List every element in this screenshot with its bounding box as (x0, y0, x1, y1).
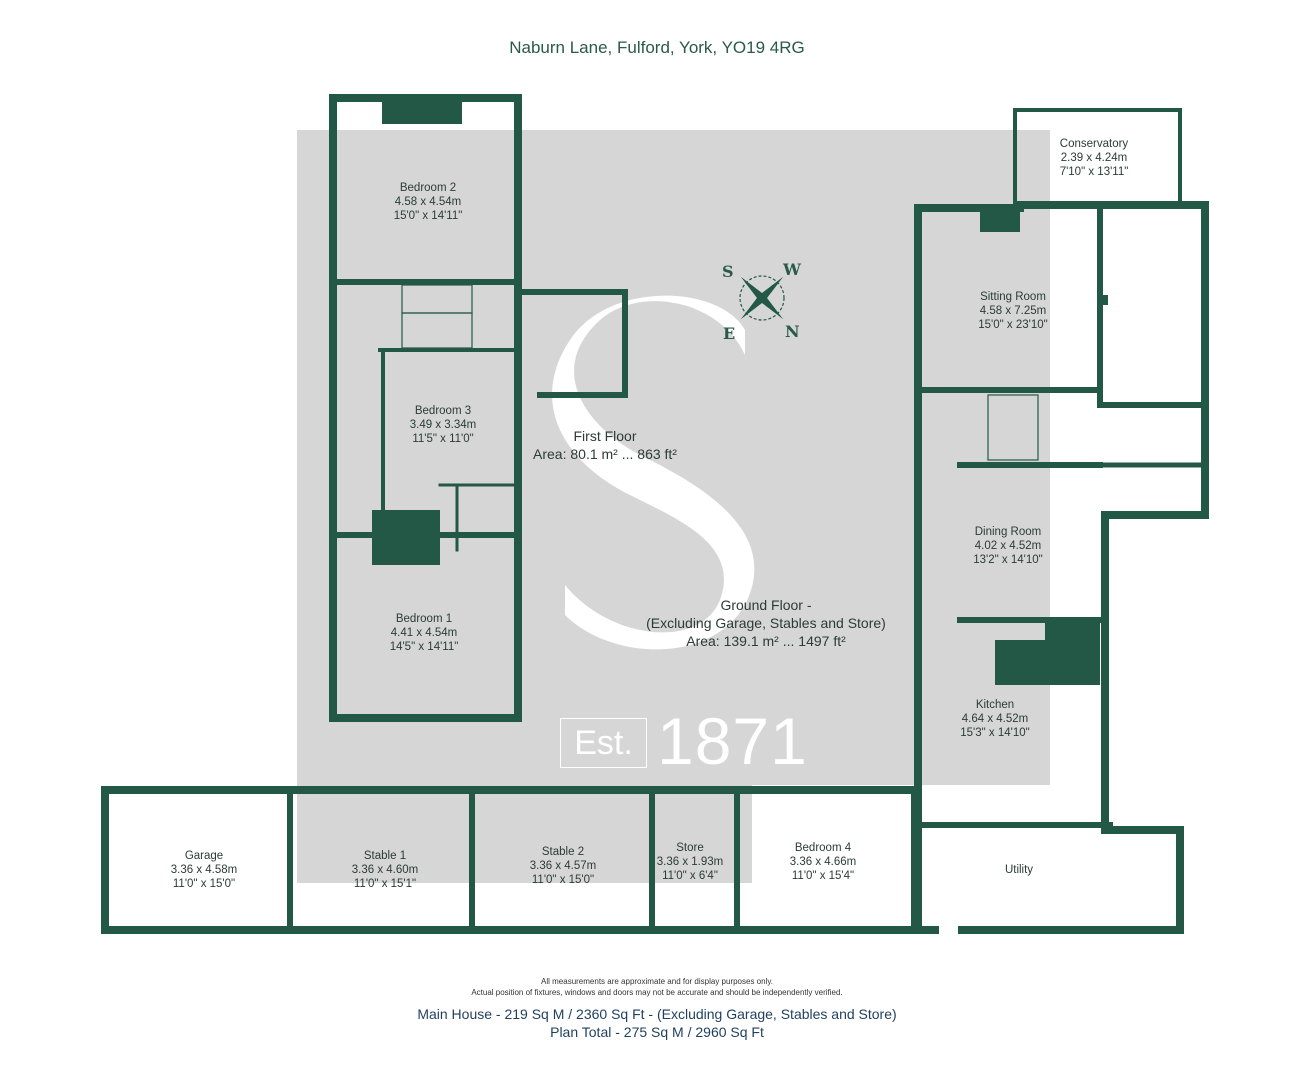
compass-n: N (785, 322, 800, 341)
compass-s: S (722, 262, 734, 281)
ground-main-outline (914, 201, 1209, 934)
compass-w: W (783, 260, 801, 279)
watermark-year: 1871 (657, 704, 808, 778)
disclaimer-line-1: All measurements are approximate and for… (541, 977, 773, 986)
ground-floor-area: Ground Floor -(Excluding Garage, Stables… (646, 597, 886, 649)
main-house-total: Main House - 219 Sq M / 2360 Sq Ft - (Ex… (417, 1006, 897, 1022)
watermark-panel (297, 130, 1050, 785)
conservatory-outline (1013, 108, 1182, 207)
plan-total: Plan Total - 275 Sq M / 2960 Sq Ft (550, 1024, 764, 1040)
watermark-s-letter (552, 295, 755, 650)
outbuildings-outline (101, 786, 919, 934)
room-utility: Utility (1004, 864, 1034, 876)
disclaimer-line-2: Actual position of fixtures, windows and… (471, 988, 843, 997)
address-title: Naburn Lane, Fulford, York, YO19 4RG (509, 38, 805, 57)
compass-e: E (723, 324, 736, 343)
compass-rose (739, 275, 785, 321)
watermark-est: Est. (560, 718, 647, 768)
watermark-panel-lower (297, 785, 752, 883)
